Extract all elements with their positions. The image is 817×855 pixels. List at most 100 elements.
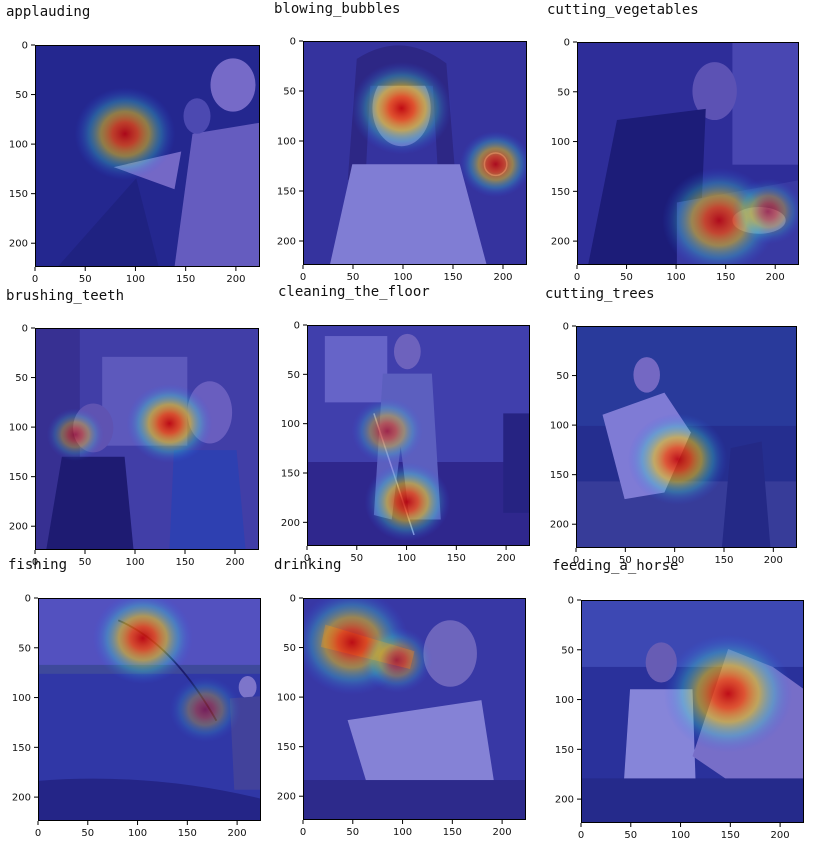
x-tick-label: 0 xyxy=(304,553,310,564)
y-tick-label: 50 xyxy=(561,645,574,656)
attention-hotspot xyxy=(351,398,423,464)
x-tick-label: 50 xyxy=(620,272,633,283)
x-tick-label: 100 xyxy=(393,827,412,838)
y-tick-label: 0 xyxy=(564,38,570,49)
y-tick-label: 150 xyxy=(277,742,296,753)
y-tick-label: 50 xyxy=(283,643,296,654)
x-tick-label: 50 xyxy=(624,830,637,841)
panel-title: cutting_trees xyxy=(545,286,655,302)
y-tick-label: 150 xyxy=(551,187,570,198)
plot-frame xyxy=(303,598,526,820)
y-tick-label: 150 xyxy=(12,743,31,754)
photo-cutting_vegetables xyxy=(577,42,799,265)
y-tick-label: 200 xyxy=(9,522,28,533)
x-tick-label: 150 xyxy=(716,272,735,283)
x-tick-label: 150 xyxy=(443,827,462,838)
plot-frame xyxy=(303,41,527,265)
y-tick-label: 0 xyxy=(25,594,31,605)
x-tick-label: 50 xyxy=(347,272,360,283)
x-tick-label: 0 xyxy=(300,827,306,838)
attention-hotspot xyxy=(126,383,213,464)
y-tick-label: 50 xyxy=(18,643,31,654)
x-tick-label: 200 xyxy=(226,274,245,285)
x-tick-label: 100 xyxy=(671,830,690,841)
y-tick-label: 200 xyxy=(551,237,570,248)
x-tick-label: 150 xyxy=(178,828,197,839)
x-tick-label: 200 xyxy=(497,553,516,564)
y-tick-label: 50 xyxy=(15,90,28,101)
x-tick-label: 0 xyxy=(574,272,580,283)
attention-hotspot xyxy=(732,178,799,245)
attention-hotspot xyxy=(459,131,527,198)
y-tick-label: 200 xyxy=(555,795,574,806)
y-tick-label: 0 xyxy=(22,41,28,52)
y-tick-label: 100 xyxy=(555,695,574,706)
x-tick-label: 150 xyxy=(447,553,466,564)
y-tick-label: 50 xyxy=(556,371,569,382)
y-tick-label: 150 xyxy=(277,187,296,198)
panel-title: cleaning_the_floor xyxy=(278,284,430,300)
panel-title: cutting_vegetables xyxy=(547,2,699,18)
attention-hotspot xyxy=(92,598,193,685)
y-tick-label: 200 xyxy=(277,237,296,248)
photo-fishing xyxy=(38,598,261,821)
x-tick-label: 50 xyxy=(350,553,363,564)
panel-title: drinking xyxy=(274,557,342,573)
attention-hotspot xyxy=(360,627,433,693)
panel-title: applauding xyxy=(6,4,91,20)
y-tick-label: 100 xyxy=(550,421,569,432)
y-tick-label: 200 xyxy=(9,239,28,250)
x-tick-label: 0 xyxy=(578,830,584,841)
y-tick-label: 50 xyxy=(287,370,300,381)
x-tick-label: 100 xyxy=(125,557,144,568)
x-tick-label: 150 xyxy=(721,830,740,841)
photo-blowing_bubbles xyxy=(303,41,527,265)
y-tick-label: 150 xyxy=(9,472,28,483)
x-tick-label: 0 xyxy=(32,557,38,568)
panel-title: feeding_a_horse xyxy=(552,558,679,574)
y-tick-label: 200 xyxy=(12,793,31,804)
y-tick-label: 50 xyxy=(283,87,296,98)
plot-frame xyxy=(576,326,797,548)
x-tick-label: 150 xyxy=(714,555,733,566)
x-tick-label: 0 xyxy=(300,272,306,283)
x-tick-label: 100 xyxy=(126,274,145,285)
x-tick-label: 100 xyxy=(665,555,684,566)
x-tick-label: 200 xyxy=(493,827,512,838)
x-tick-label: 100 xyxy=(393,272,412,283)
x-tick-label: 200 xyxy=(771,830,790,841)
photo-cutting_trees xyxy=(576,326,797,548)
attention-hotspot xyxy=(74,87,176,181)
x-tick-label: 200 xyxy=(766,272,785,283)
y-tick-label: 0 xyxy=(22,324,28,335)
y-tick-label: 150 xyxy=(9,189,28,200)
attention-hotspot xyxy=(364,462,451,542)
x-tick-label: 100 xyxy=(667,272,686,283)
x-tick-label: 200 xyxy=(228,828,247,839)
x-tick-label: 50 xyxy=(619,555,632,566)
y-tick-label: 150 xyxy=(555,745,574,756)
y-tick-label: 50 xyxy=(557,87,570,98)
attention-hotspot xyxy=(351,62,452,155)
y-tick-label: 100 xyxy=(277,693,296,704)
y-tick-label: 50 xyxy=(15,373,28,384)
panel-title: brushing_teeth xyxy=(6,288,125,304)
y-tick-label: 100 xyxy=(9,140,28,151)
x-tick-label: 0 xyxy=(35,828,41,839)
plot-frame xyxy=(307,325,530,546)
x-tick-label: 150 xyxy=(176,274,195,285)
x-tick-label: 100 xyxy=(128,828,147,839)
y-tick-label: 100 xyxy=(12,693,31,704)
y-tick-label: 100 xyxy=(281,419,300,430)
y-tick-label: 150 xyxy=(550,470,569,481)
y-tick-label: 200 xyxy=(550,520,569,531)
x-tick-label: 150 xyxy=(175,557,194,568)
y-tick-label: 0 xyxy=(294,321,300,332)
